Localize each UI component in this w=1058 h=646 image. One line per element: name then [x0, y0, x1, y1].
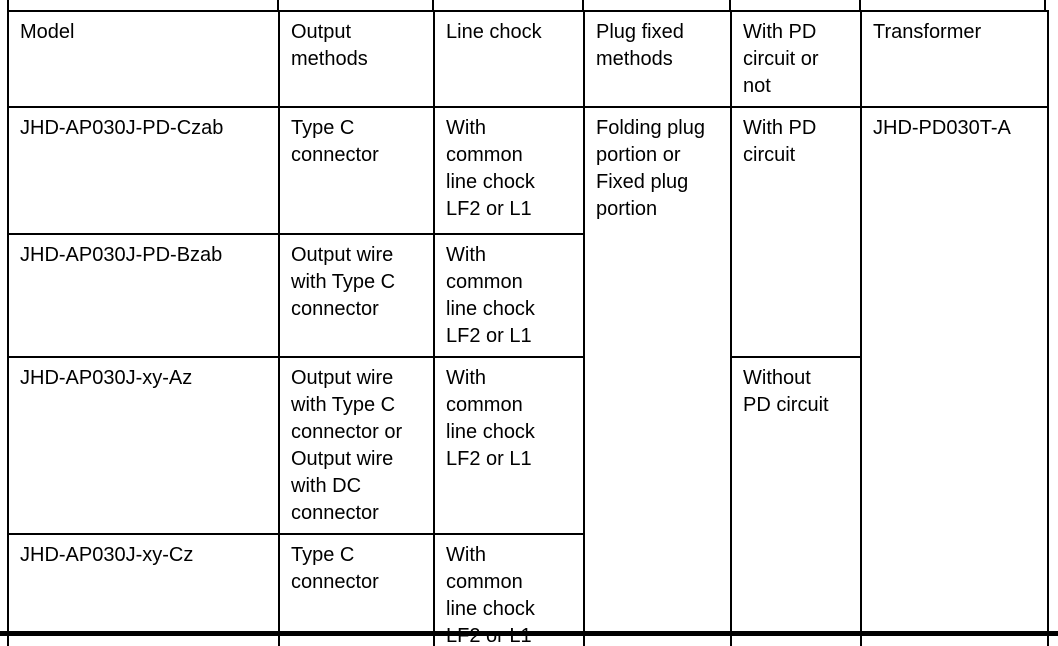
cell-model-1: JHD-AP030J-PD-Czab: [7, 106, 280, 235]
table-row: JHD-AP030J-PD-Bzab Output wire with Type…: [7, 233, 1048, 358]
table-border-stub: [277, 0, 279, 11]
cell-output-3: Output wire with Type C connector or Out…: [278, 356, 435, 535]
cell-pd-circuit-with: With PD circuit: [730, 106, 862, 358]
cell-model-4: JHD-AP030J-xy-Cz: [7, 533, 280, 646]
table-row: JHD-AP030J-xy-Az Output wire with Type C…: [7, 356, 1048, 646]
table-row: JHD-AP030J-PD-Czab Type C connector With…: [7, 106, 1049, 646]
column-header-plug-fixed: Plug fixed methods: [583, 10, 732, 108]
product-spec-table: Model Output methods Line chock Plug fix…: [7, 10, 1049, 646]
cell-output-2: Output wire with Type C connector: [278, 233, 435, 358]
column-header-output: Output methods: [278, 10, 435, 108]
cell-line-chock-3: With common line chock LF2 or L1: [433, 356, 585, 535]
table-border-stub: [582, 0, 584, 11]
table-header-row: Model Output methods Line chock Plug fix…: [7, 10, 1049, 108]
table-border-stub: [1044, 0, 1046, 11]
bottom-page-rule: [0, 631, 1058, 636]
cell-pd-circuit-without: Without PD circuit: [730, 356, 862, 646]
table-border-stub: [7, 0, 9, 11]
column-header-transformer: Transformer: [860, 10, 1049, 108]
cell-plug-fixed-merged: Folding plug portion or Fixed plug porti…: [583, 106, 732, 646]
table-border-stub: [432, 0, 434, 11]
table-border-stub: [859, 0, 861, 11]
cell-line-chock-1: With common line chock LF2 or L1: [433, 106, 585, 235]
column-header-model: Model: [7, 10, 280, 108]
column-header-pd-circuit: With PD circuit or not: [730, 10, 862, 108]
cell-line-chock-2: With common line chock LF2 or L1: [433, 233, 585, 358]
table-border-stub: [729, 0, 731, 11]
cell-transformer-merged: JHD-PD030T-A: [860, 106, 1049, 646]
cell-output-4: Type C connector: [278, 533, 435, 646]
cell-line-chock-4: With common line chock LF2 or L1: [433, 533, 585, 646]
cell-model-2: JHD-AP030J-PD-Bzab: [7, 233, 280, 358]
cell-model-3: JHD-AP030J-xy-Az: [7, 356, 280, 535]
column-header-line-chock: Line chock: [433, 10, 585, 108]
cell-output-1: Type C connector: [278, 106, 435, 235]
